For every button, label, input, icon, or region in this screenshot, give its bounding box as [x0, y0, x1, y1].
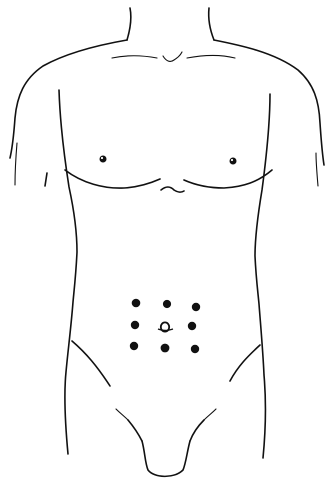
right-shoulder-outline	[214, 40, 324, 165]
neck-left-line	[127, 8, 131, 40]
left-tick-mark	[45, 173, 47, 186]
port-dot-bottom-left	[130, 342, 138, 350]
left-side-contour	[59, 90, 77, 454]
port-dot-bottom-right	[191, 345, 199, 353]
left-shoulder-outline	[10, 40, 127, 158]
port-grid	[130, 299, 200, 353]
right-nipple	[230, 158, 237, 165]
left-nipple	[100, 156, 107, 163]
pubic-line-right	[204, 409, 216, 420]
sternal-notch	[163, 52, 182, 61]
neck-right-line	[209, 8, 214, 40]
left-clavicle-line	[112, 56, 157, 58]
port-dot-bottom-center	[161, 344, 170, 353]
umbilicus-marker	[158, 322, 173, 331]
right-armpit-line	[316, 153, 318, 186]
lower-pelvic-outline	[128, 420, 142, 441]
right-side-contour	[255, 94, 270, 458]
port-dot-middle-right	[188, 322, 196, 330]
xiphoid-mark	[161, 187, 184, 192]
left-inguinal-line	[72, 341, 110, 386]
port-dot-top-left	[132, 299, 141, 308]
lower-pelvic-outline-right	[190, 420, 204, 441]
port-dot-middle-left	[131, 321, 139, 329]
left-pectoral-line	[65, 170, 160, 188]
left-armpit-line	[15, 143, 17, 185]
port-dot-top-right	[192, 303, 200, 311]
right-clavicle-line	[187, 55, 235, 58]
port-dot-top-center	[163, 300, 171, 308]
right-inguinal-line	[230, 345, 260, 381]
genital-outline	[142, 441, 190, 476]
right-pectoral-line	[184, 170, 272, 188]
pubic-line-left	[116, 409, 128, 420]
